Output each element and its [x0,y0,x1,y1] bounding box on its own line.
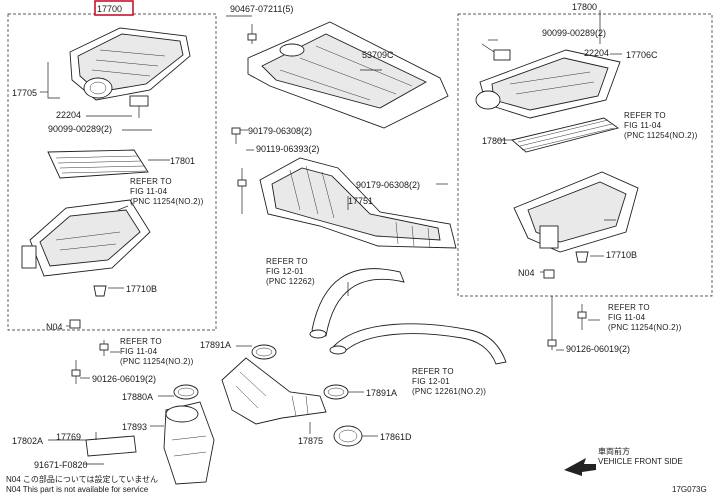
ref-3-line1: REFER TO [120,337,162,346]
ref-3-line2: FIG 11-04 [120,347,158,356]
right-filter-element [511,117,620,153]
label-17710b-left[interactable]: 17710B [126,284,157,294]
right-n04-grommet [543,269,555,279]
right-air-cleaner-cap [475,49,621,119]
right-clip [577,304,587,330]
ref-block-1[interactable]: REFER TO FIG 11-04 (PNC 11254(NO.2)) [130,177,204,206]
label-17801-left[interactable]: 17801 [170,156,195,166]
right-sensor-22204 [481,43,511,61]
breather-hose-left [309,268,405,339]
engine-cover-53709c [247,21,449,129]
clamp-17880a [173,384,199,400]
ref-block-5[interactable]: REFER TO FIG 11-04 (PNC 11254(NO.2)) [624,111,698,140]
label-22204-left[interactable]: 22204 [56,110,81,120]
left-assembly-box [7,13,217,331]
label-90119[interactable]: 90119-06393(2) [256,144,319,154]
vehicle-front-arrow-icon [564,458,596,476]
label-17861d[interactable]: 17861D [380,432,412,442]
label-17891a-top[interactable]: 17891A [200,340,231,350]
ref-3-line3: (PNC 11254(NO.2)) [120,357,194,366]
ref-block-3[interactable]: REFER TO FIG 11-04 (PNC 11254(NO.2)) [120,337,194,366]
left-case [21,199,151,277]
label-17875[interactable]: 17875 [298,436,323,446]
label-90099-left[interactable]: 90099-00289(2) [48,124,112,134]
ref-block-4[interactable]: REFER TO FIG 12-01 (PNC 12261(NO.2)) [412,367,486,396]
intake-duct-17751 [259,157,457,249]
leader-lines [40,10,622,465]
label-90179-a[interactable]: 90179-06308(2) [248,126,312,136]
label-17893[interactable]: 17893 [122,422,147,432]
air-inlet-17893 [163,401,215,485]
left-mount-17710b [93,285,107,297]
right-assembly-box [457,13,713,297]
right-mount-17710b [575,251,589,263]
label-90099-right[interactable]: 90099-00289(2) [542,28,606,38]
ref-2-line1: REFER TO [266,257,308,266]
label-17891a-bottom[interactable]: 17891A [366,388,397,398]
label-17801-right[interactable]: 17801 [482,136,507,146]
ref-4-line1: REFER TO [412,367,454,376]
clamp-17891a-bottom [323,384,349,400]
ref-5-line2: FIG 11-04 [624,121,662,130]
hose-17861d [333,425,363,447]
label-90467[interactable]: 90467-07211(5) [230,4,293,14]
label-90179-b[interactable]: 90179-06308(2) [356,180,420,190]
ref-1-line3: (PNC 11254(NO.2)) [130,197,204,206]
label-17705[interactable]: 17705 [12,88,37,98]
left-filter-element [47,149,149,179]
ref-2-line3: (PNC 12262) [266,277,315,286]
breather-hose-right [329,323,507,365]
right-bolt-90126 [547,296,557,350]
label-17769[interactable]: 17769 [56,432,81,442]
duct-screws [231,127,247,214]
label-22204-right[interactable]: 22204 [584,48,609,58]
label-17710b-right[interactable]: 17710B [606,250,637,260]
figure-code: 17G073G [672,485,707,494]
left-clip [99,340,109,356]
left-air-cleaner-cap [69,27,191,101]
label-53709c[interactable]: 53709C [362,50,394,60]
label-17880a[interactable]: 17880A [122,392,153,402]
label-90126-right[interactable]: 90126-06019(2) [566,344,630,354]
vehicle-front-jp: 車両前方 [598,446,630,456]
vehicle-front-en: VEHICLE FRONT SIDE [598,457,683,466]
ref-6-line2: FIG 11-04 [608,313,646,322]
label-17802a[interactable]: 17802A [12,436,43,446]
ref-2-line2: FIG 12-01 [266,267,304,276]
label-17700[interactable]: 17700 [97,4,122,14]
ref-5-line1: REFER TO [624,111,666,120]
ref-6-line1: REFER TO [608,303,650,312]
ref-4-line2: FIG 12-01 [412,377,450,386]
cover-bolt [247,24,257,44]
highlight-box-17700[interactable] [94,0,134,16]
ref-6-line3: (PNC 11254(NO.2)) [608,323,682,332]
bracket-17769 [85,432,137,457]
label-17800[interactable]: 17800 [572,2,597,12]
ref-4-line3: (PNC 12261(NO.2)) [412,387,486,396]
left-n04-grommet [69,319,81,329]
inlet-hose-17875 [221,357,327,425]
left-bolt-90126 [71,360,81,384]
footnote-en: N04 This part is not available for servi… [6,485,149,494]
footnote-jp: N04 この部品については設定していません [6,474,158,484]
ref-1-line1: REFER TO [130,177,172,186]
label-90126-left[interactable]: 90126-06019(2) [92,374,156,384]
ref-5-line3: (PNC 11254(NO.2)) [624,131,698,140]
right-case [513,171,639,253]
label-91671[interactable]: 91671-F0820 [34,460,88,470]
label-17751[interactable]: 17751 [348,196,373,206]
label-n04-left[interactable]: N04 [46,322,63,332]
vehicle-front-indicator: 車両前方 VEHICLE FRONT SIDE [564,446,683,476]
left-sensor-22204 [129,95,149,118]
clamp-17891a-top [251,344,277,360]
ref-block-6[interactable]: REFER TO FIG 11-04 (PNC 11254(NO.2)) [608,303,682,332]
label-n04-right[interactable]: N04 [518,268,535,278]
ref-1-line2: FIG 11-04 [130,187,168,196]
label-17706c[interactable]: 17706C [626,50,658,60]
ref-block-2[interactable]: REFER TO FIG 12-01 (PNC 12262) [266,257,315,286]
